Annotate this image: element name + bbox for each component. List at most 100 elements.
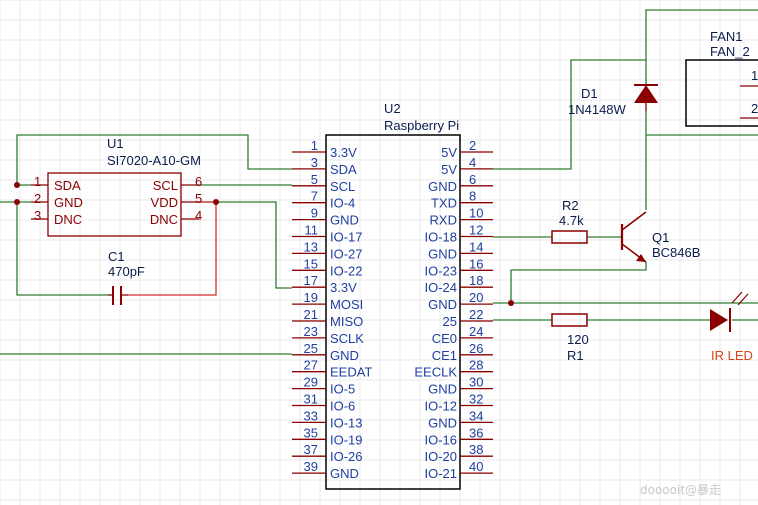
u2-pin-3-name: SDA: [330, 162, 357, 177]
u2-pin-31-name: IO-6: [330, 399, 355, 414]
u2-pin-34-name: GND: [428, 415, 457, 430]
u2-pin-11-name: IO-17: [330, 230, 363, 245]
fan1-designator: FAN1: [710, 29, 743, 44]
u2-pin-36-name: IO-16: [424, 432, 457, 447]
wires: [0, 9, 758, 355]
u2-pin-38-name: IO-20: [424, 449, 457, 464]
u2-pin-13-name: IO-27: [330, 246, 363, 261]
u2-pin-37-number: 37: [304, 442, 318, 457]
wire-5v: [493, 59, 647, 170]
u2-pin-5-number: 5: [311, 172, 318, 187]
led-ray-1: [731, 291, 743, 304]
u2-pin-24-name: CE0: [432, 331, 457, 346]
u2-pin-1-name: 3.3V: [330, 145, 357, 160]
u2-pin-37-name: IO-26: [330, 449, 363, 464]
u2-pin-11-number: 11: [305, 223, 319, 238]
d1-designator: D1: [581, 86, 598, 101]
wire-c1-vdd: [128, 202, 217, 296]
q1-transistor: Q1 BC846B: [620, 211, 700, 263]
u2-pin-39-name: GND: [330, 466, 359, 481]
c1-designator: C1: [108, 249, 125, 264]
u2-pin-9-number: 9: [311, 206, 318, 221]
u2-right-pins: 25V45V6GND8TXD10RXD12IO-1814GND16IO-2318…: [414, 138, 493, 481]
junction-vdd: [213, 199, 219, 205]
u2-designator: U2: [384, 101, 401, 116]
wire-vdd: [199, 201, 292, 289]
u2-pin-4-name: 5V: [441, 162, 457, 177]
u2-pin-30-name: GND: [428, 382, 457, 397]
u2-pin-14-number: 14: [469, 239, 483, 254]
u2-pin-35-number: 35: [304, 425, 318, 440]
wire-q1-gnd: [510, 262, 647, 303]
u2-pin-40-number: 40: [469, 459, 483, 474]
u1-pin-1-name: SDA: [54, 178, 81, 193]
c1-value: 470pF: [108, 264, 145, 279]
u2-pin-22-name: 25: [443, 314, 457, 329]
d1-diode: D1 1N4148W: [568, 84, 658, 117]
u2-pin-13-number: 13: [304, 239, 318, 254]
u2-pin-23-name: SCLK: [330, 331, 364, 346]
u1-pin-6-name: SCL: [153, 178, 178, 193]
u2-pin-20-name: GND: [428, 297, 457, 312]
u2-pin-4-number: 4: [469, 155, 476, 170]
u1-body: [47, 172, 182, 237]
u2-pin-23-number: 23: [304, 324, 318, 339]
u2-pin-7-number: 7: [311, 189, 318, 204]
u2-pin-2-name: 5V: [441, 145, 457, 160]
u2-pin-10-number: 10: [469, 206, 483, 221]
u2-pin-17-name: 3.3V: [330, 280, 357, 295]
junction-sda: [14, 182, 20, 188]
u2-pin-12-name: IO-18: [424, 230, 457, 245]
wire-fan-top: [645, 9, 758, 60]
u1-pin-4-name: DNC: [150, 212, 178, 227]
u1-pin-1-number: 1: [34, 174, 41, 189]
u1-designator: U1: [107, 136, 124, 151]
u2-pin-34-number: 34: [469, 408, 483, 423]
u1-pin-2-number: 2: [34, 191, 41, 206]
u2-pin-18-number: 18: [469, 273, 483, 288]
q1-emitter-arrow: [636, 254, 646, 262]
u2-pin-19-number: 19: [304, 290, 318, 305]
u2-part: Raspberry Pi: [384, 118, 459, 133]
u2-pin-9-name: GND: [330, 213, 359, 228]
u1-pin-3-number: 3: [34, 208, 41, 223]
d1-triangle: [634, 85, 658, 103]
u2-pin-27-name: EEDAT: [330, 365, 372, 380]
fan1-connector: FAN1 FAN_2 1 2: [685, 29, 758, 127]
d1-part: 1N4148W: [568, 102, 627, 117]
u2-pin-18-name: IO-24: [424, 280, 457, 295]
q1-part: BC846B: [652, 245, 700, 260]
u2-pin-24-number: 24: [469, 324, 483, 339]
u2-pin-8-number: 8: [469, 189, 476, 204]
u2-pin-19-name: MOSI: [330, 297, 363, 312]
ir-led: IR LED: [710, 291, 753, 363]
r1-body: [551, 313, 588, 327]
u2-pin-35-name: IO-19: [330, 432, 363, 447]
r1-value: 120: [567, 332, 589, 347]
r2-resistor: R2 4.7k: [551, 198, 588, 244]
u2-pin-29-number: 29: [304, 375, 318, 390]
u2-pin-1-number: 1: [311, 138, 318, 153]
u2-pin-39-number: 39: [304, 459, 318, 474]
u2-pin-26-name: CE1: [432, 348, 457, 363]
fan1-pin-1: 1: [751, 68, 758, 83]
u2-pin-33-number: 33: [304, 408, 318, 423]
u1-pin-3-name: DNC: [54, 212, 82, 227]
u1-part: SI7020-A10-GM: [107, 153, 201, 168]
wire-gnd-c1: [16, 202, 108, 296]
u2-pin-2-number: 2: [469, 138, 476, 153]
u2-pin-16-name: IO-23: [424, 263, 457, 278]
u2-pin-32-name: IO-12: [424, 399, 457, 414]
u2-pin-28-name: EECLK: [414, 365, 457, 380]
u2-pin-16-number: 16: [469, 256, 483, 271]
fan1-body: [685, 59, 758, 127]
u2-pin-26-number: 26: [469, 341, 483, 356]
u2-pin-25-number: 25: [304, 341, 318, 356]
u2-pin-14-name: GND: [428, 246, 457, 261]
u2-pin-40-name: IO-21: [424, 466, 457, 481]
r2-value: 4.7k: [559, 213, 584, 228]
u2-pin-36-number: 36: [469, 425, 483, 440]
